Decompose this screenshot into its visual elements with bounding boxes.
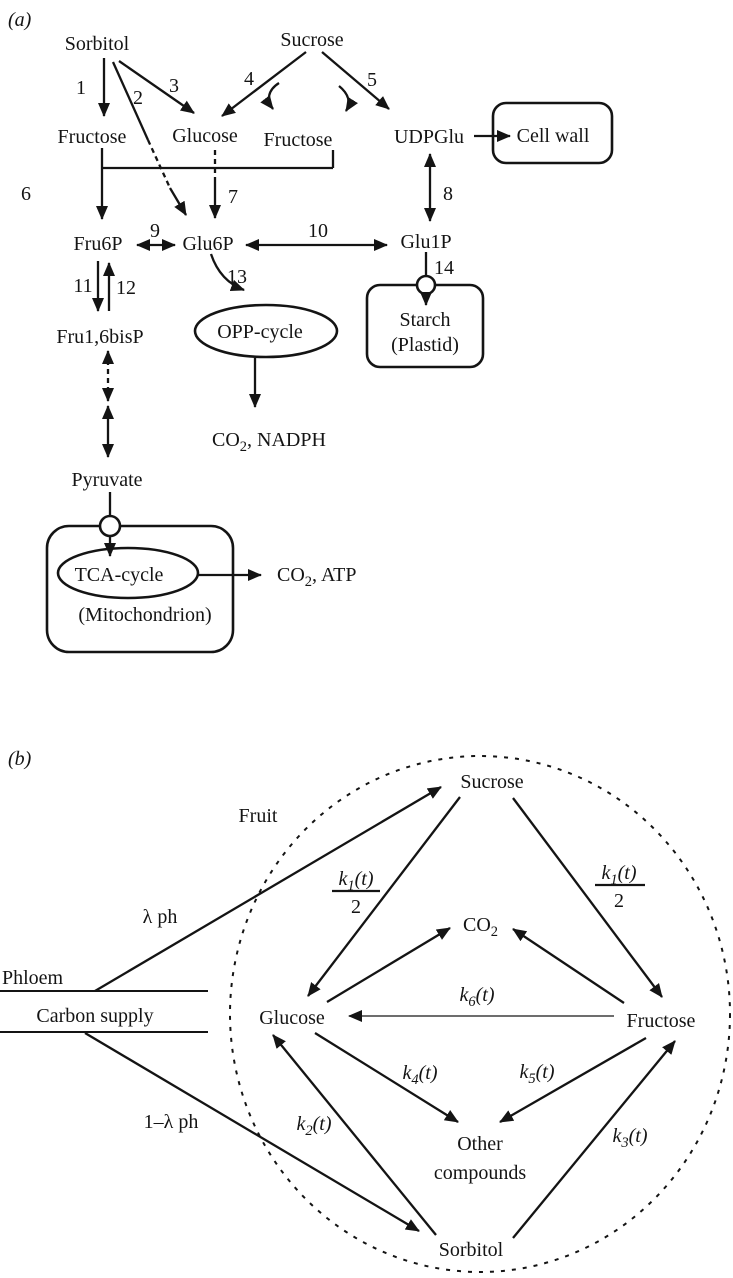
step-3-label: 3	[169, 75, 179, 97]
arrow-sucrose-fructose	[512, 797, 663, 998]
node-glu6p: Glu6P	[182, 233, 233, 255]
opp-cycle-ellipse	[193, 303, 339, 359]
step-8-label: 8	[443, 183, 453, 205]
step-5-label: 5	[367, 69, 377, 91]
rate-k4-label: k4(t)	[402, 1062, 437, 1088]
step-14-label: 14	[434, 257, 454, 279]
rate-k1-left: k1(t) 2	[332, 868, 380, 918]
rate-k1-right-numerator: k1(t)	[601, 862, 636, 888]
node-other-compounds-line2: compounds	[434, 1162, 526, 1184]
arrow-glucose-other-k4	[314, 1032, 459, 1123]
arrow-4-branch-fructose	[260, 82, 280, 110]
rate-k1-left-numerator: k1(t)	[338, 868, 373, 894]
plastid-transport-circle	[415, 274, 437, 296]
arrow-sucrose-glucose	[307, 796, 461, 997]
phloem-label: Phloem	[2, 967, 64, 989]
step-13-label: 13	[227, 266, 247, 288]
node-tca-cycle: TCA-cycle	[75, 564, 164, 586]
node-fru6p: Fru6P	[74, 233, 123, 255]
step-10-label: 10	[308, 220, 328, 242]
arrow-glucose-co2	[326, 927, 451, 1003]
step-7-label: 7	[228, 186, 238, 208]
node-plastid: (Plastid)	[391, 334, 459, 356]
arrow-sorbitol-glucose-k2	[272, 1034, 437, 1236]
step-1-label: 1	[76, 77, 86, 99]
step-11-label: 11	[73, 275, 92, 297]
panel-b: (b) Fruit Phloem Carbon supply λ ph 1–λ …	[0, 748, 731, 1273]
rate-k1-right-denominator: 2	[614, 890, 624, 912]
node-sucrose: Sucrose	[280, 29, 343, 51]
fruit-label: Fruit	[239, 805, 278, 827]
step-4-label: 4	[244, 68, 254, 90]
arrow-4-sucrose-glucose	[221, 51, 307, 117]
arrow-13-glu6p-opp	[209, 253, 245, 292]
step-12-label: 12	[116, 277, 136, 299]
one-minus-lambda-ph-label: 1–λ ph	[144, 1111, 199, 1133]
step-6-label: 6	[21, 183, 31, 205]
tca-cycle-ellipse	[56, 546, 200, 600]
arrow-3-sorbitol-glucose	[118, 60, 195, 114]
arrow-sorbitol-fructose-k3	[512, 1040, 676, 1239]
rate-k5-label: k5(t)	[519, 1061, 554, 1087]
node-fru16bisp: Fru1,6bisP	[56, 326, 143, 348]
arrow-2-sorbitol-glu6p-seg1	[111, 61, 150, 141]
node-cell-wall: Cell wall	[517, 125, 590, 147]
node-sucrose-b: Sucrose	[460, 771, 523, 793]
arrow-fructose-other-k5	[499, 1037, 647, 1123]
rate-k3-label: k3(t)	[612, 1125, 647, 1151]
arrow-2-sorbitol-glu6p-seg2-dashed	[146, 139, 172, 189]
node-starch: Starch	[399, 309, 450, 331]
node-sorbitol-b: Sorbitol	[439, 1239, 504, 1261]
rate-k2-label: k2(t)	[296, 1113, 331, 1139]
step-2-label: 2	[133, 87, 143, 109]
node-glu1p: Glu1P	[400, 231, 451, 253]
fruit-boundary-dashed	[229, 755, 731, 1273]
node-opp-cycle: OPP-cycle	[217, 321, 303, 343]
panel-a: (a) Sorbitol Sucrose Fructose Glucose Fr…	[8, 9, 614, 654]
step-9-label: 9	[150, 220, 160, 242]
cell-wall-box	[491, 101, 614, 165]
panel-b-tag: (b)	[8, 748, 32, 770]
carbon-supply-label: Carbon supply	[36, 1005, 153, 1027]
node-mitochondrion: (Mitochondrion)	[78, 604, 211, 626]
node-sorbitol: Sorbitol	[65, 33, 130, 55]
node-fructose-b: Fructose	[627, 1010, 696, 1032]
arrow-5-branch-fructose	[338, 85, 358, 112]
panel-a-tag: (a)	[8, 9, 32, 31]
node-co2-nadph: CO2, NADPH	[212, 429, 326, 455]
rate-k1-left-denominator: 2	[351, 896, 361, 918]
node-glucose: Glucose	[172, 125, 238, 147]
rate-k1-right: k1(t) 2	[595, 862, 645, 912]
node-fructose-mid: Fructose	[264, 129, 333, 151]
arrow-one-minus-lambda-sorbitol	[84, 1032, 420, 1232]
node-glucose-b: Glucose	[259, 1007, 325, 1029]
arrow-5-sucrose-udpglu	[321, 51, 390, 110]
node-co2-atp: CO2, ATP	[277, 564, 357, 590]
node-co2-b: CO2	[463, 914, 498, 940]
node-other-compounds-line1: Other	[457, 1133, 503, 1155]
rate-k6-label: k6(t)	[459, 984, 494, 1010]
node-udpglu: UDPGlu	[394, 126, 464, 148]
arrow-lambda-ph-sucrose	[94, 786, 442, 992]
lambda-ph-label: λ ph	[143, 906, 178, 928]
node-fructose-left: Fructose	[58, 126, 127, 148]
node-pyruvate: Pyruvate	[71, 469, 142, 491]
arrow-fructose-co2	[512, 928, 625, 1004]
arrow-2-sorbitol-glu6p-seg3	[169, 187, 187, 216]
mitochondrion-transport-circle	[98, 514, 122, 538]
